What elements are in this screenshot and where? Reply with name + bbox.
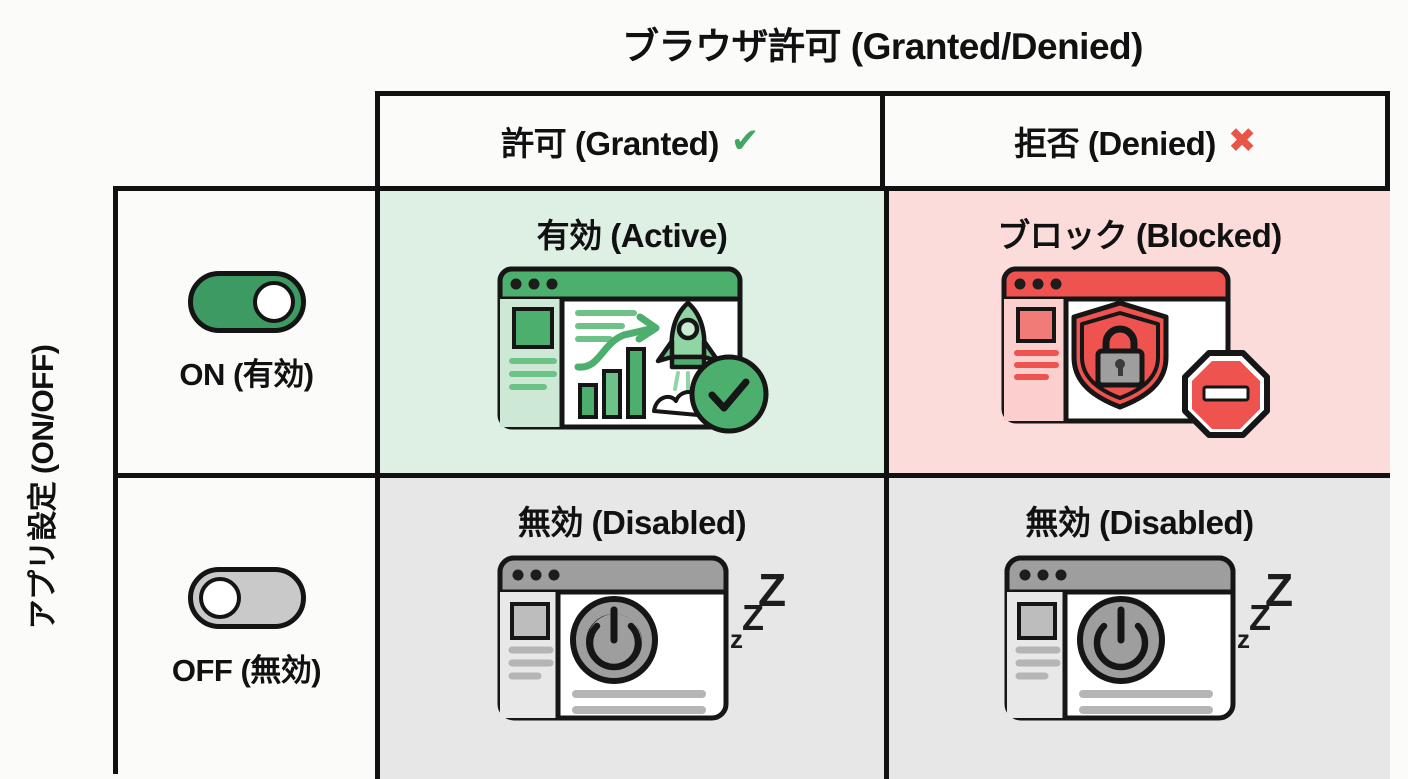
cell-off-denied: 無効 (Disabled) <box>889 478 1390 779</box>
page-title: ブラウザ許可 (Granted/Denied) <box>622 26 1143 67</box>
row-header-on-label: ON (有効) <box>179 356 314 392</box>
cell-on-denied-title: ブロック (Blocked) <box>997 217 1282 254</box>
svg-text:Z: Z <box>1249 597 1271 638</box>
svg-text:z: z <box>1237 624 1250 654</box>
svg-text:Z: Z <box>758 564 785 616</box>
y-axis-label: アプリ設定 (ON/OFF) <box>27 344 60 630</box>
matrix-grid: ON (有効) 有効 (Active) <box>113 186 1390 779</box>
svg-text:Z: Z <box>1265 564 1292 616</box>
zzz-sleep-icon: z Z Z <box>1237 564 1292 654</box>
cell-off-denied-title: 無効 (Disabled) <box>1025 504 1254 541</box>
browser-power-sleep-illustration: z Z Z <box>380 548 884 779</box>
browser-power-sleep-illustration: z Z Z <box>889 548 1390 779</box>
cell-on-granted-title: 有効 (Active) <box>536 217 728 254</box>
column-header-row: 許可 (Granted) ✔ 拒否 (Denied) ✖ <box>375 91 1390 186</box>
column-header-granted: 許可 (Granted) ✔ <box>380 96 885 186</box>
row-header-off-label: OFF (無効) <box>171 653 322 688</box>
row-header-off: OFF (無効) <box>118 478 380 779</box>
zzz-sleep-icon: z Z Z <box>730 564 785 654</box>
browser-shield-lock-illustration <box>889 261 1390 473</box>
cell-off-granted: 無効 (Disabled) <box>380 478 889 779</box>
cell-off-granted-title: 無効 (Disabled) <box>517 504 747 541</box>
svg-text:Z: Z <box>742 597 764 638</box>
column-header-denied: 拒否 (Denied) ✖ <box>885 96 1385 186</box>
no-entry-octagon-icon <box>1181 350 1270 438</box>
toggle-knob <box>252 280 295 323</box>
cell-on-granted: 有効 (Active) <box>380 191 889 478</box>
cell-on-denied: ブロック (Blocked) <box>889 191 1390 478</box>
toggle-knob <box>198 577 241 619</box>
row-header-on: ON (有効) <box>118 191 380 478</box>
svg-text:z: z <box>730 624 743 654</box>
check-circle-icon <box>689 354 769 434</box>
toggle-switch-off[interactable] <box>187 567 306 629</box>
toggle-switch-on[interactable] <box>187 270 306 333</box>
column-header-granted-label: 許可 (Granted) <box>501 125 719 162</box>
column-header-denied-label: 拒否 (Denied) <box>1014 125 1216 162</box>
cross-mark-icon: ✖ <box>1227 122 1257 160</box>
browser-rocket-chart-success-illustration <box>380 261 884 473</box>
check-mark-icon: ✔ <box>730 122 760 160</box>
